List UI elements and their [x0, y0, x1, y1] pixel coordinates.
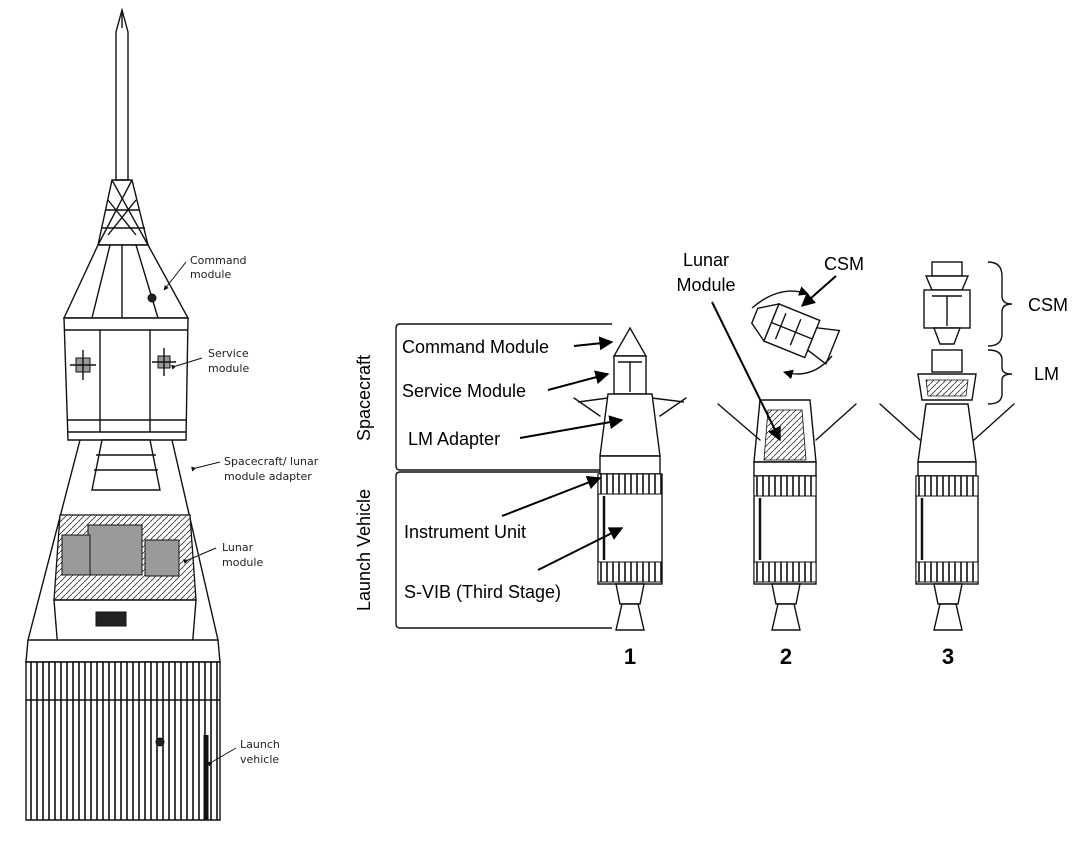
label-service-module: Service Module [402, 381, 526, 401]
arrow-instrument-unit [501, 476, 602, 517]
lm-curly-bracket [987, 349, 1013, 405]
label-lunar-module-line2: module [222, 556, 263, 569]
escape-tower-truss [97, 179, 149, 246]
arrow-lunar-module [711, 301, 781, 442]
label-lunar-module-line1: Lunar [222, 541, 254, 554]
spacecraft-bracket [395, 323, 612, 471]
label-lunar-module-line2: Module [676, 275, 735, 295]
cutaway-drawing: Command module Service module Spacecraft… [25, 7, 319, 821]
label-csm-stage3: CSM [1028, 295, 1068, 315]
label-service-module-line2: module [208, 362, 249, 375]
escape-rocket [115, 7, 129, 181]
arrow-third-stage [537, 527, 624, 571]
command-module-cone [62, 244, 190, 319]
label-command-module-line1: Command [190, 254, 247, 267]
rcs-quad-left [70, 350, 96, 380]
arrow-command-module [573, 336, 614, 351]
csm-curly-bracket [987, 261, 1013, 347]
stage-2-rocket [717, 399, 857, 631]
label-csm-stage2: CSM [824, 254, 864, 274]
spacecraft-bracket-label: Spacecraft [354, 355, 374, 441]
stage-number-1: 1 [624, 644, 636, 669]
launch-vehicle-bracket [395, 471, 612, 629]
label-instrument-unit: Instrument Unit [404, 522, 526, 542]
sequence-diagram: Spacecraft Launch Vehicle [354, 250, 1068, 669]
arrow-lm-adapter [519, 415, 624, 439]
label-service-module-line1: Service [208, 347, 249, 360]
stage-1-rocket [573, 326, 687, 631]
label-command-module-line2: module [190, 268, 231, 281]
stage-number-2: 2 [780, 644, 792, 669]
stage-3-rocket [879, 261, 1015, 631]
stage-number-3: 3 [942, 644, 954, 669]
label-launch-vehicle-line2: vehicle [240, 753, 279, 766]
rcs-quad-right [152, 348, 176, 376]
sla-fairing [27, 439, 219, 641]
label-third-stage: S-VIB (Third Stage) [404, 582, 561, 602]
label-command-module: Command Module [402, 337, 549, 357]
stage-2-csm [750, 303, 841, 366]
arrow-csm [800, 275, 837, 307]
iu-ring [25, 639, 221, 663]
label-lm-stage3: LM [1034, 364, 1059, 384]
launch-vehicle-bracket-label: Launch Vehicle [354, 489, 374, 611]
label-launch-vehicle-line1: Launch [240, 738, 280, 751]
label-adapter-line2: module adapter [224, 470, 312, 483]
arrow-service-module [547, 370, 610, 391]
label-lm-adapter: LM Adapter [408, 429, 500, 449]
launch-vehicle-stage [25, 661, 221, 821]
label-adapter-line1: Spacecraft/ lunar [224, 455, 319, 468]
sps-engine [91, 439, 161, 491]
lunar-module-drawing [29, 514, 221, 707]
label-lunar-module-line1: Lunar [683, 250, 729, 270]
service-module-body [63, 317, 189, 441]
